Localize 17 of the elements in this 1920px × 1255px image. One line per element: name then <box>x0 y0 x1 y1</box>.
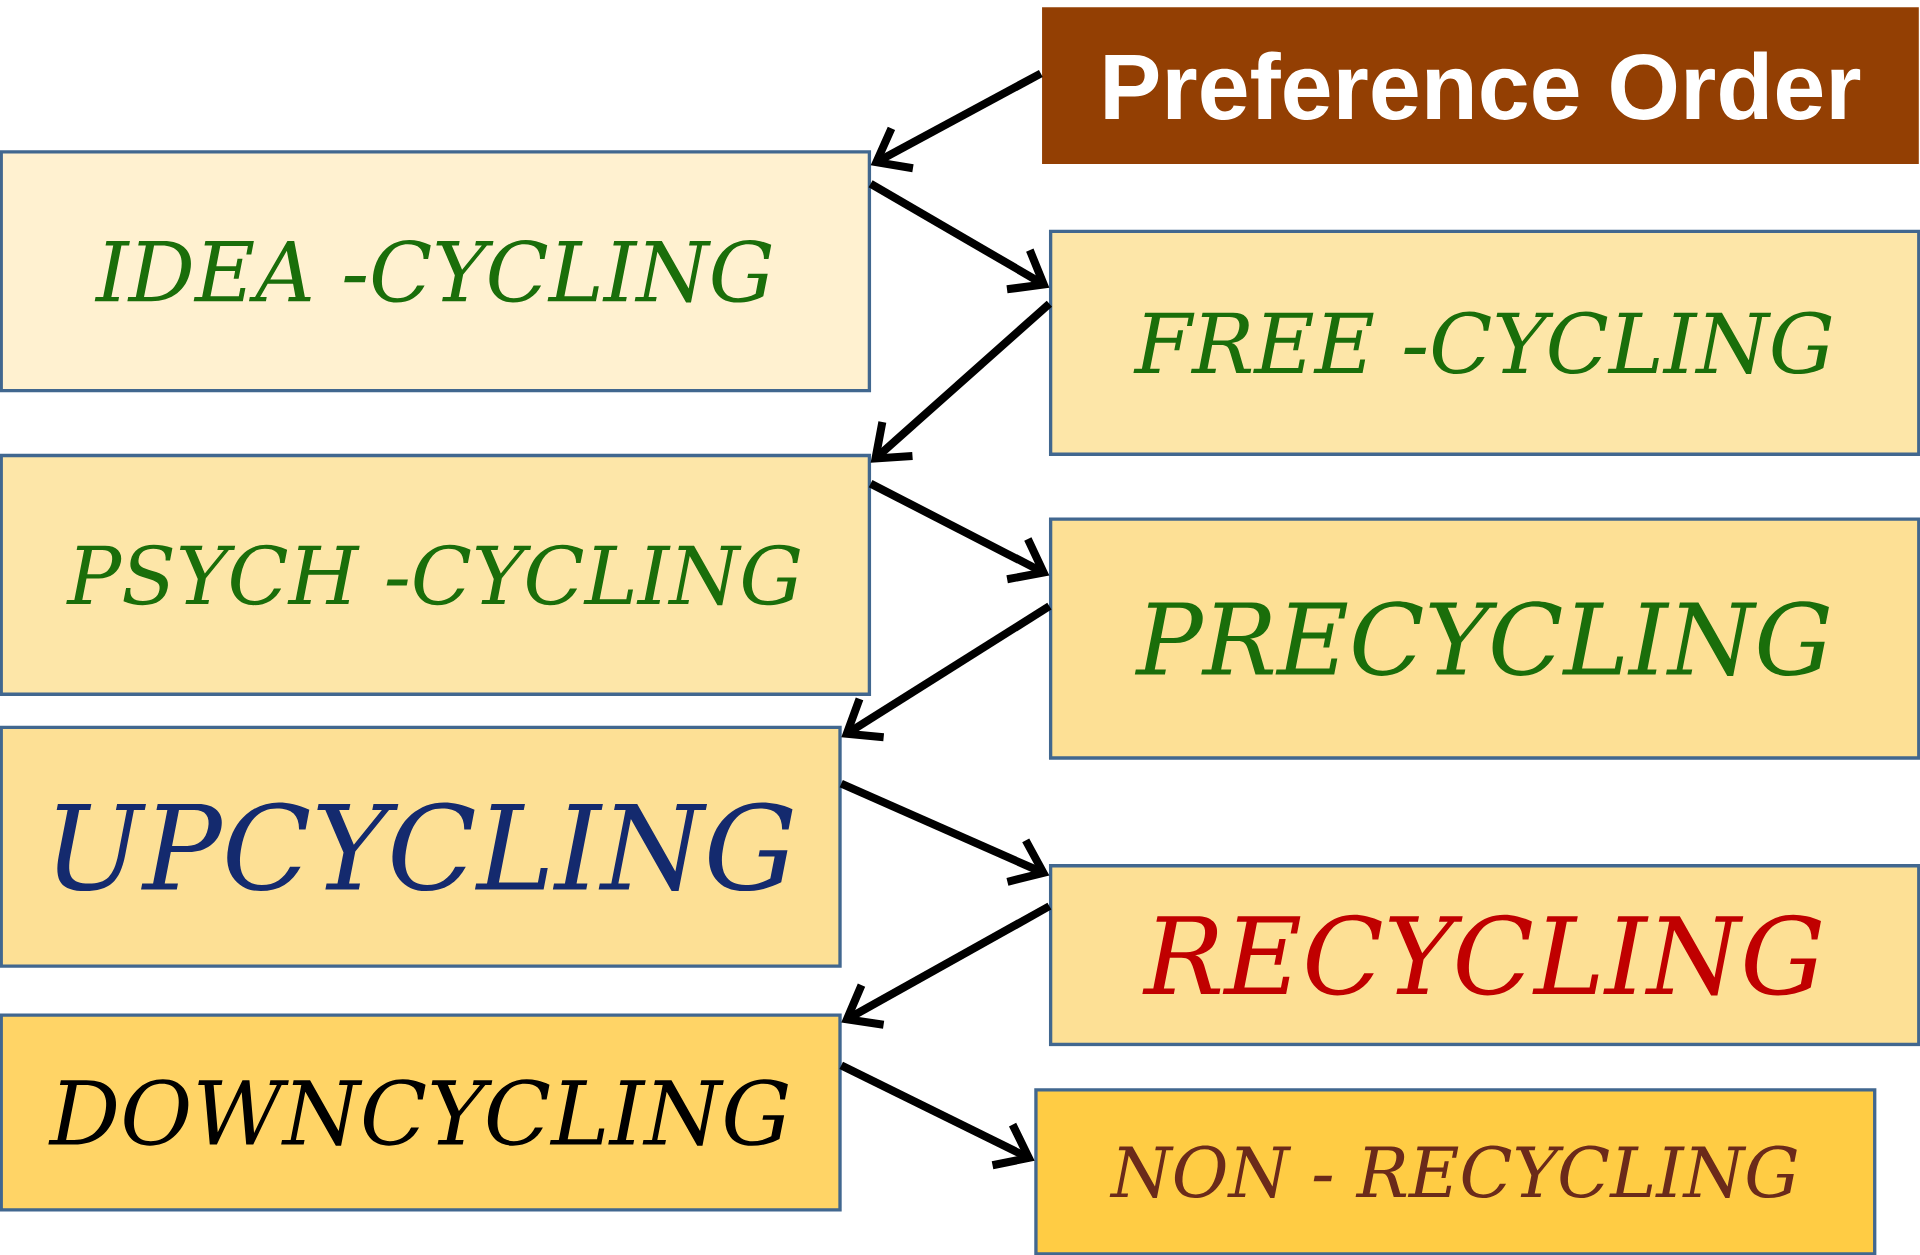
process-box: DOWNCYCLING <box>0 1013 842 1212</box>
process-box: PRECYCLING <box>1048 517 1920 760</box>
arrow <box>868 480 1050 584</box>
process-box: UPCYCLING <box>0 725 842 968</box>
arrow <box>841 902 1052 1029</box>
arrow <box>868 180 1050 294</box>
process-box: FREE -CYCLING <box>1048 229 1920 456</box>
arrow <box>841 602 1052 742</box>
arrow <box>870 300 1053 463</box>
arrow <box>870 69 1043 173</box>
process-box: IDEA -CYCLING <box>0 150 872 393</box>
process-box: PSYCH -CYCLING <box>0 453 872 696</box>
title-banner: Preference Order <box>1042 7 1919 165</box>
process-box: NON - RECYCLING <box>1034 1088 1877 1255</box>
arrow <box>839 1061 1035 1170</box>
process-box: RECYCLING <box>1048 864 1920 1047</box>
arrow <box>839 779 1050 886</box>
